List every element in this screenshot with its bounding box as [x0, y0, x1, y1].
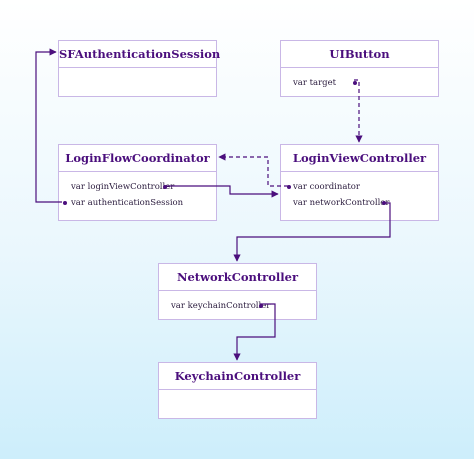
class-box-networkcontroller[interactable]: NetworkController var keychainController [158, 263, 317, 320]
class-box-loginflowcoordinator[interactable]: LoginFlowCoordinator var loginViewContro… [58, 144, 217, 221]
class-title: NetworkController [159, 264, 316, 291]
class-box-loginviewcontroller[interactable]: LoginViewController var coordinator var … [280, 144, 439, 221]
connector-dot [63, 201, 67, 205]
class-body: var loginViewController var authenticati… [59, 172, 216, 211]
class-box-keychaincontroller[interactable]: KeychainController [158, 362, 317, 419]
class-body: var target [281, 68, 438, 91]
property-label: var networkController [293, 198, 390, 208]
class-body: var keychainController [159, 291, 316, 314]
property-target: var target [281, 75, 438, 91]
connector-dot [287, 185, 291, 189]
property-login-view-controller: var loginViewController [59, 179, 216, 195]
connector-coordinator [218, 153, 288, 187]
property-coordinator: var coordinator [281, 179, 438, 195]
class-box-uibutton[interactable]: UIButton var target [280, 40, 439, 97]
class-body: var coordinator var networkController [281, 172, 438, 211]
class-title: UIButton [281, 41, 438, 68]
class-box-sfauthenticationsession[interactable]: SFAuthenticationSession [58, 40, 220, 97]
class-title: KeychainController [159, 363, 316, 390]
connector-dot [259, 304, 263, 308]
property-label: var keychainController [171, 301, 271, 311]
property-network-controller: var networkController [281, 195, 438, 211]
class-title: LoginFlowCoordinator [59, 145, 216, 172]
class-title: LoginViewController [281, 145, 438, 172]
property-authentication-session: var authenticationSession [59, 195, 216, 211]
property-label: var loginViewController [71, 182, 175, 192]
property-label: var coordinator [293, 182, 360, 192]
property-label: var authenticationSession [71, 198, 184, 208]
class-title: SFAuthenticationSession [59, 41, 220, 68]
connector-dot [353, 81, 357, 85]
property-label: var target [293, 78, 337, 88]
connector-dot [382, 201, 386, 205]
property-keychain-controller: var keychainController [159, 298, 316, 314]
connector-dot [163, 185, 167, 189]
